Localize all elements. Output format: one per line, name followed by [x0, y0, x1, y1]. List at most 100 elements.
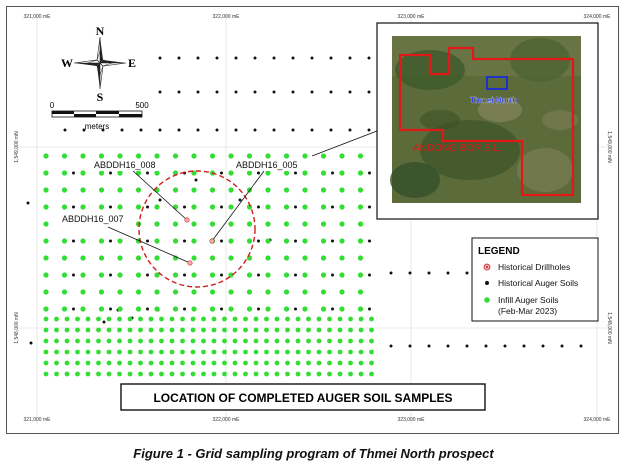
infill-sample — [148, 371, 154, 377]
infill-sample — [320, 255, 327, 261]
legend-item-infill-date: (Feb-Mar 2023) — [498, 306, 557, 316]
infill-sample — [348, 327, 353, 333]
infill-sample — [154, 153, 160, 159]
infill-sample — [191, 221, 197, 227]
infill-sample — [357, 255, 364, 261]
infill-sample — [64, 360, 70, 366]
infill-sample — [180, 338, 185, 344]
historical-sample — [503, 344, 507, 348]
infill-sample — [327, 360, 332, 366]
infill-sample — [117, 170, 123, 176]
infill-sample — [209, 255, 216, 261]
infill-sample — [358, 338, 364, 344]
historical-sample — [146, 171, 149, 175]
infill-sample — [117, 371, 122, 377]
infill-sample — [302, 272, 308, 278]
infill-sample — [302, 306, 308, 312]
historical-sample — [541, 344, 545, 348]
infill-sample — [265, 255, 271, 261]
infill-sample — [320, 204, 327, 210]
infill-sample — [80, 272, 86, 278]
infill-sample — [337, 360, 343, 366]
infill-sample — [117, 306, 123, 312]
infill-sample — [190, 316, 196, 322]
infill-sample — [43, 371, 49, 377]
infill-sample — [339, 170, 345, 176]
historical-sample — [220, 307, 223, 311]
infill-sample — [201, 327, 206, 333]
infill-sample — [283, 306, 290, 312]
infill-sample — [243, 338, 248, 344]
infill-sample — [222, 349, 227, 355]
infill-sample — [180, 327, 185, 333]
infill-sample — [211, 338, 217, 344]
historical-sample — [234, 90, 238, 94]
infill-sample — [43, 360, 49, 366]
infill-sample — [64, 338, 70, 344]
historical-sample — [348, 56, 352, 60]
infill-sample — [209, 272, 216, 278]
infill-sample — [302, 204, 308, 210]
historical-auger-soils — [26, 56, 583, 348]
infill-sample — [265, 187, 271, 193]
historical-sample — [177, 128, 181, 132]
historical-sample — [484, 344, 488, 348]
infill-sample — [180, 371, 185, 377]
historical-sample — [82, 128, 86, 132]
infill-sample — [154, 306, 160, 312]
infill-sample — [228, 221, 234, 227]
infill-sample — [98, 289, 105, 295]
historical-sample — [257, 171, 260, 175]
infill-sample — [264, 316, 269, 322]
infill-sample — [64, 371, 70, 377]
easting-tick-bottom-4: 324,000 mE — [584, 417, 612, 423]
historical-sample — [331, 307, 334, 311]
infill-sample — [80, 238, 86, 244]
easting-labels-top: 321,000 mE 322,000 mE 323,000 mE 324,000… — [24, 14, 612, 20]
northing-tick-left-2: 1,548,000 mN — [14, 312, 20, 344]
infill-sample — [306, 338, 311, 344]
infill-sample — [369, 371, 374, 377]
infill-sample — [337, 316, 343, 322]
historical-sample — [294, 307, 297, 311]
infill-sample — [98, 170, 105, 176]
infill-sample — [209, 204, 216, 210]
infill-sample — [348, 360, 353, 366]
infill-sample — [191, 306, 197, 312]
historical-sample — [194, 178, 198, 182]
infill-sample — [228, 306, 234, 312]
infill-sample — [96, 371, 101, 377]
infill-sample — [75, 371, 80, 377]
infill-sample — [135, 272, 142, 278]
historical-sample — [257, 273, 260, 277]
historical-sample — [146, 273, 149, 277]
historical-sample — [446, 344, 450, 348]
infill-sample — [75, 360, 80, 366]
easting-tick-top-3: 323,000 mE — [398, 14, 426, 20]
infill-sample — [98, 153, 105, 159]
infill-sample — [117, 255, 123, 261]
infill-sample — [172, 221, 179, 227]
historical-sample — [253, 90, 257, 94]
infill-sample — [96, 360, 101, 366]
historical-sample — [101, 128, 105, 132]
infill-sample — [135, 306, 142, 312]
infill-sample — [339, 221, 345, 227]
infill-sample — [85, 316, 91, 322]
infill-sample — [232, 371, 238, 377]
infill-sample — [228, 187, 234, 193]
infill-sample — [306, 316, 311, 322]
infill-sample — [327, 338, 332, 344]
infill-sample — [117, 360, 122, 366]
infill-sample — [283, 187, 290, 193]
infill-sample — [180, 360, 185, 366]
infill-sample — [228, 170, 234, 176]
infill-sample — [154, 289, 160, 295]
easting-tick-bottom-1: 321,000 mE — [24, 417, 52, 423]
infill-sample — [148, 316, 154, 322]
infill-sample — [117, 238, 123, 244]
infill-sample — [316, 349, 322, 355]
infill-sample — [172, 204, 179, 210]
historical-sample — [331, 205, 334, 209]
infill-sample — [283, 289, 290, 295]
